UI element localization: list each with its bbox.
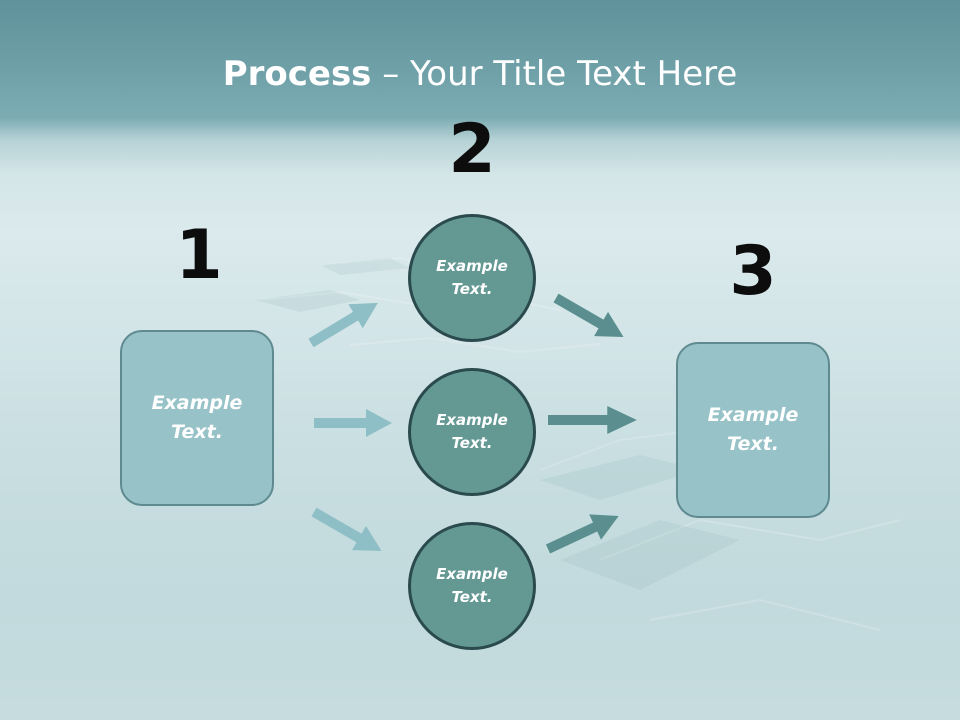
step-3-box: Example Text.	[676, 342, 830, 518]
step-3-number: 3	[729, 232, 777, 311]
step-1-box-text: Example Text.	[151, 392, 243, 443]
arrow-circle-middle-to-box3	[548, 406, 637, 434]
title-rest: – Your Title Text Here	[371, 54, 738, 94]
title-bold: Process	[222, 54, 372, 94]
step-2-number: 2	[448, 110, 496, 189]
step-2-circle-top: Example Text.	[408, 214, 536, 342]
circle-middle-text: Example Text.	[436, 411, 508, 452]
arrow-box1-to-circle-top	[303, 290, 386, 356]
slide-title: Process – Your Title Text Here	[0, 52, 960, 96]
circle-bottom-text: Example Text.	[436, 565, 508, 606]
step-2-circle-middle: Example Text.	[408, 368, 536, 496]
arrow-circle-bottom-to-box3	[542, 503, 625, 562]
step-3-box-text: Example Text.	[707, 404, 799, 455]
arrow-box1-to-circle-middle	[314, 409, 392, 437]
step-1-number: 1	[175, 216, 223, 295]
arrow-circle-top-to-box3	[549, 285, 631, 350]
arrow-box1-to-circle-bottom	[307, 499, 389, 564]
step-1-box: Example Text.	[120, 330, 274, 506]
circle-top-text: Example Text.	[436, 257, 508, 298]
step-2-circle-bottom: Example Text.	[408, 522, 536, 650]
